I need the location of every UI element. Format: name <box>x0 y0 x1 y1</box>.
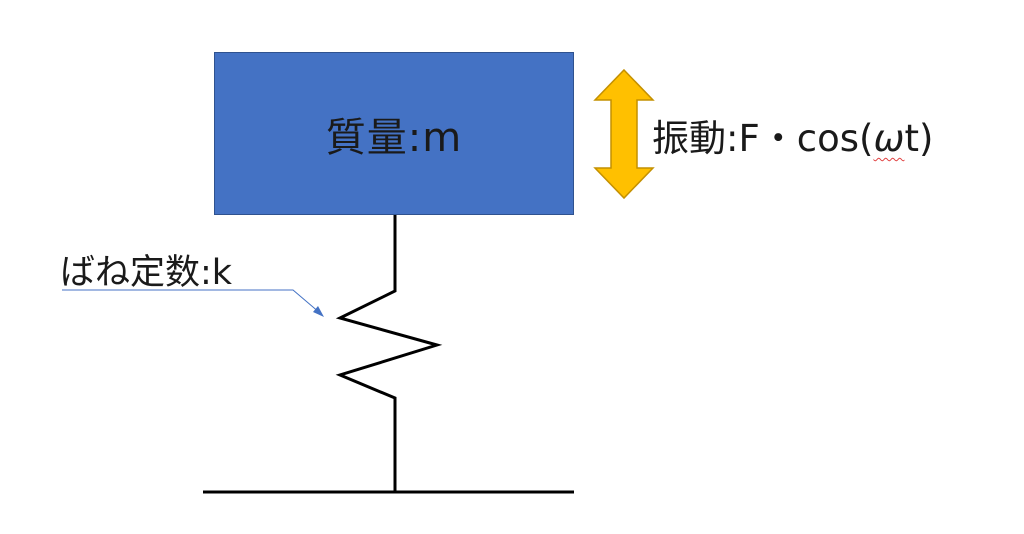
spring <box>335 215 443 492</box>
vibration-label-prefix: 振動:F・cos( <box>652 117 874 160</box>
mass-block: 質量:m <box>214 52 574 215</box>
spring-label-leader-line <box>62 289 321 314</box>
omega-symbol: ω <box>873 117 905 160</box>
leader-arrowhead <box>313 306 324 317</box>
spring-constant-label: ばね定数:k <box>60 253 233 293</box>
vibration-double-arrow <box>593 68 655 200</box>
vibration-label: 振動:F・cos(ωt) <box>652 108 933 162</box>
vibration-label-suffix: t) <box>904 117 934 160</box>
mass-label: 質量:m <box>325 114 463 161</box>
